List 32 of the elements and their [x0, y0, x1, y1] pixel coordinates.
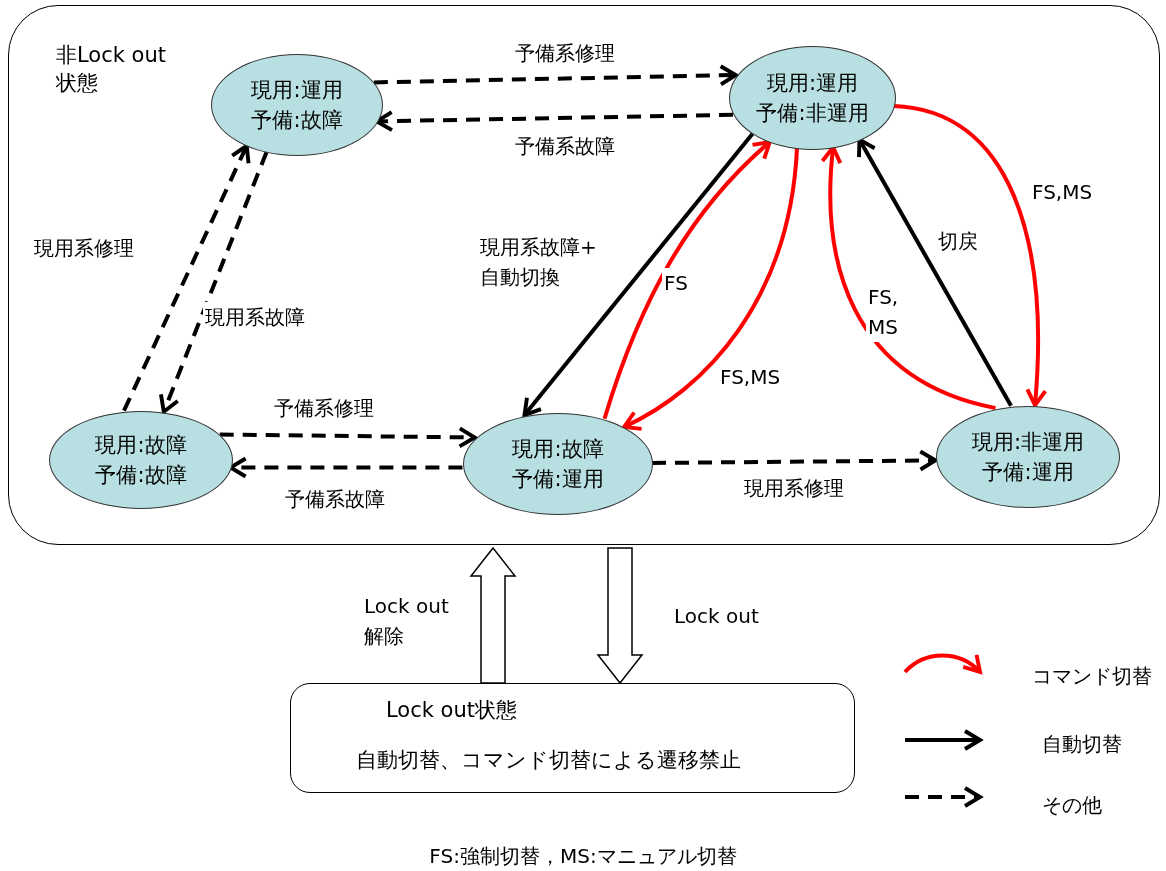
legend-label: コマンド切替 [1032, 663, 1152, 690]
state-text: 現用:故障 [512, 436, 604, 463]
transition-arrow [122, 143, 251, 412]
transition-arrow [522, 132, 755, 418]
transition-arrow [820, 145, 996, 411]
state-text: 予備:非運用 [756, 100, 869, 127]
state-text: 予備:運用 [512, 466, 604, 493]
transition-arrow [651, 449, 938, 472]
transition-arrow [622, 148, 799, 431]
state-text: 予備:運用 [982, 459, 1074, 486]
state-description: 自動切替、コマンド切替による遷移禁止 [356, 747, 741, 774]
block-arrow [596, 547, 644, 685]
block-arrow [469, 546, 517, 684]
transition-arrow [893, 104, 1047, 408]
transition-arrow [373, 64, 738, 87]
state-title: Lock out状態 [386, 697, 517, 724]
caption: FS:強制切替，MS:マニュアル切替 [429, 843, 737, 870]
transition-arrow [857, 137, 1013, 407]
transition-arrow [219, 426, 477, 449]
state-text: 予備:故障 [95, 462, 187, 489]
state-text: 現用:非運用 [971, 429, 1085, 456]
transition-arrow [602, 140, 772, 420]
legend-label: 自動切替 [1042, 731, 1122, 758]
state-text: 現用:運用 [251, 77, 343, 104]
state-box [290, 683, 855, 793]
state-text: 予備:故障 [251, 107, 343, 134]
state-group-frame [8, 5, 1160, 545]
transition-arrow [159, 151, 269, 414]
state-text: 現用:運用 [766, 70, 859, 97]
legend-label: その他 [1042, 792, 1102, 819]
state-text: 現用:故障 [95, 432, 187, 459]
state-title: 非Lock out 状態 [56, 42, 167, 97]
